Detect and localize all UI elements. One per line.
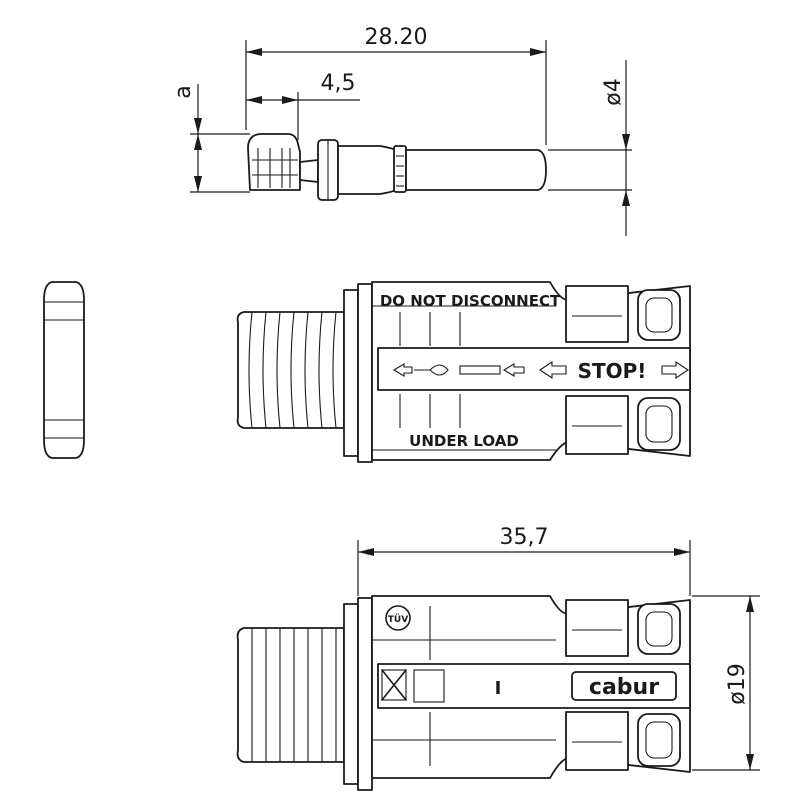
thread-ridges-2	[251, 628, 337, 762]
warning-top-text: DO NOT DISCONNECT	[380, 292, 561, 310]
warning-bottom-text: UNDER LOAD	[409, 432, 519, 450]
polarity-arrows	[392, 360, 689, 380]
connector-diameter-label: ø19	[725, 663, 750, 704]
tuv-badge	[385, 605, 411, 631]
latch-slot-top	[637, 289, 681, 341]
brand-logo: cabur	[589, 675, 659, 700]
dimension-pin-length: 28.20	[245, 25, 547, 145]
dimension-pin-diameter: ø4	[548, 60, 632, 236]
crimp-height-label: a	[171, 85, 196, 98]
latch-window-bottom-2	[565, 711, 629, 771]
pin-length-label: 28.20	[365, 25, 428, 50]
dimension-connector-length: 35,7	[357, 525, 691, 596]
no-dispose-icon	[381, 669, 407, 701]
latch-window-top-2	[565, 599, 629, 657]
dimension-connector-diameter: ø19	[692, 595, 760, 771]
latch-window-bottom	[565, 395, 629, 455]
latch-slot-top-2	[637, 603, 681, 655]
pin-diameter-label: ø4	[601, 78, 626, 105]
tuv-text: TÜV	[388, 614, 408, 625]
contact-pin	[247, 133, 547, 201]
thread-ridges	[248, 311, 337, 429]
latch-window-top	[565, 285, 629, 343]
stop-label: STOP!	[578, 359, 647, 383]
latch-slot-bottom	[637, 397, 681, 451]
separator-mark: I	[495, 678, 502, 699]
hex-nut	[43, 281, 85, 459]
latch-slot-bottom-2	[637, 713, 681, 767]
connector-length-label: 35,7	[500, 525, 549, 550]
dimension-crimp-height: a	[171, 84, 250, 193]
brand-plate	[571, 671, 677, 701]
connector-front-view: DO NOT DISCONNECT STOP! UNDER LOAD	[236, 281, 691, 463]
dimension-crimp-length: 4,5	[246, 71, 360, 140]
crimp-length-label: 4,5	[321, 71, 356, 96]
connector-side-view: TÜV I cabur	[236, 595, 691, 791]
